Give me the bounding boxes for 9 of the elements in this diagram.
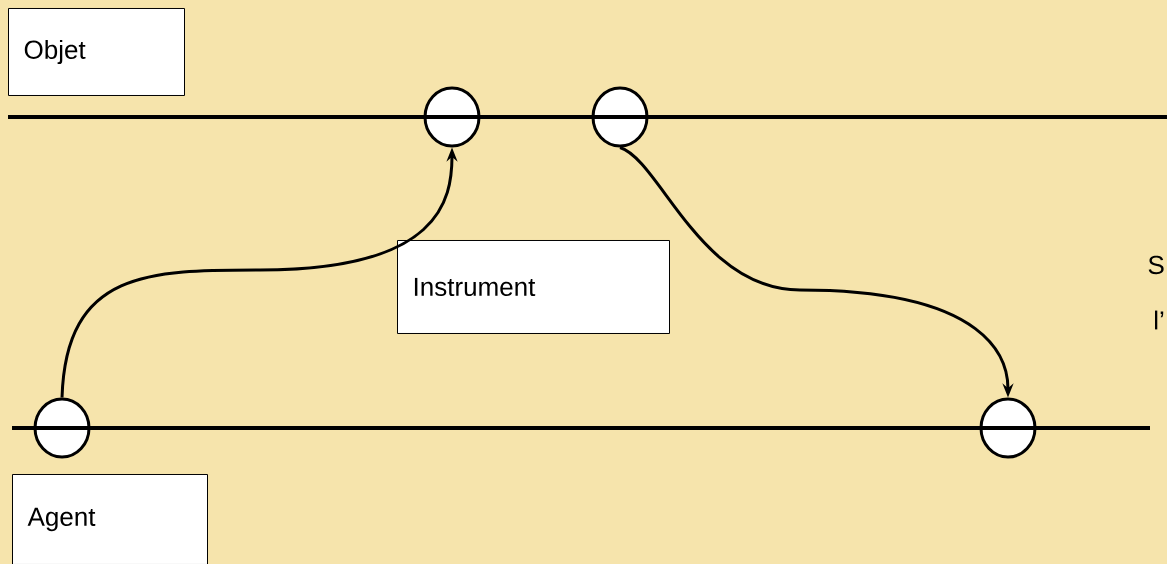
circle	[979, 397, 1037, 459]
side-text: S	[1148, 255, 1164, 275]
text-box: Instrument	[397, 240, 670, 334]
side-text: l’	[1155, 310, 1164, 330]
circle	[423, 86, 481, 148]
text-box: Objet	[8, 8, 185, 96]
circle	[591, 86, 649, 148]
circle	[33, 397, 91, 459]
text-box: Agent	[12, 474, 208, 564]
